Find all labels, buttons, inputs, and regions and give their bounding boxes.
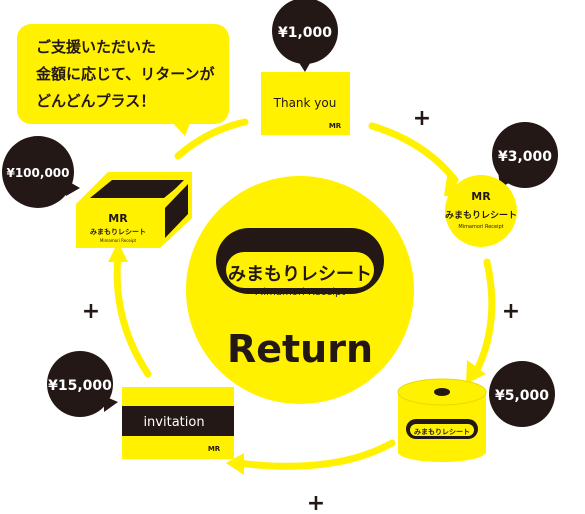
plus-sign-3: + xyxy=(307,491,325,514)
center-return-circle: みまもりレシート Mimamori Receipt Return xyxy=(186,176,414,404)
plus-sign-4: + xyxy=(82,299,100,324)
gift-box-item: MR みまもりレシート Mimamori Receipt xyxy=(76,172,192,248)
price-bubble-3000: ¥3,000 xyxy=(492,122,558,188)
speech-line-2: 金額に応じて、リターンが xyxy=(35,65,216,83)
svg-text:¥15,000: ¥15,000 xyxy=(48,378,112,394)
plus-sign-2: + xyxy=(502,299,520,324)
box-logo-jp: みまもりレシート xyxy=(90,227,146,236)
roll-logo-jp: みまもりレシート xyxy=(414,427,470,436)
speech-line-1: ご支援いただいた xyxy=(36,38,156,56)
invitation-card: invitation MR xyxy=(122,387,234,459)
price-bubble-100000: ¥100,000 xyxy=(2,136,80,208)
plus-signs: + + + + xyxy=(82,106,520,514)
arrow-3000-to-5000 xyxy=(474,258,496,372)
arrow-5000-to-15000 xyxy=(234,439,396,470)
arrow-100000-to-1000 xyxy=(174,118,249,160)
mr-mark-icon: MR xyxy=(329,122,342,130)
thankyou-text: Thank you xyxy=(273,96,337,110)
svg-text:¥3,000: ¥3,000 xyxy=(498,149,552,165)
center-logo-jp: みまもりレシート xyxy=(228,264,372,285)
arrowhead-2 xyxy=(466,360,486,384)
return-label: Return xyxy=(227,327,373,371)
mr-mark-icon: MR xyxy=(471,190,491,203)
arrowhead-3 xyxy=(226,453,244,475)
svg-text:¥1,000: ¥1,000 xyxy=(278,25,332,41)
sticker-logo-jp: みまもりレシート xyxy=(445,210,517,221)
arrow-1000-to-3000 xyxy=(368,122,459,184)
svg-text:¥100,000: ¥100,000 xyxy=(6,166,69,180)
mr-mark-icon: MR xyxy=(208,445,221,453)
plus-sign-1: + xyxy=(413,106,431,131)
receipt-roll-item: みまもりレシート xyxy=(397,378,487,462)
speech-bubble: ご支援いただいた 金額に応じて、リターンが どんどんプラス！ xyxy=(17,24,229,136)
arrow-15000-to-100000 xyxy=(113,251,152,378)
box-logo-en: Mimamori Receipt xyxy=(100,238,137,243)
price-bubble-5000: ¥5,000 xyxy=(489,361,555,427)
invitation-text: invitation xyxy=(143,415,204,430)
thankyou-card: Thank you MR xyxy=(261,72,350,135)
mr-mark-icon: MR xyxy=(108,212,128,225)
sticker-logo-en: Mimamori Receipt xyxy=(458,224,503,230)
sticker-item: MR みまもりレシート Mimamori Receipt xyxy=(445,175,517,247)
svg-text:¥5,000: ¥5,000 xyxy=(495,388,549,404)
price-bubble-15000: ¥15,000 xyxy=(47,351,118,417)
speech-line-3: どんどんプラス！ xyxy=(36,92,155,110)
arrowhead-4 xyxy=(108,242,128,262)
price-bubble-1000: ¥1,000 xyxy=(272,0,338,72)
center-logo-en: Mimamori Receipt xyxy=(255,287,346,298)
